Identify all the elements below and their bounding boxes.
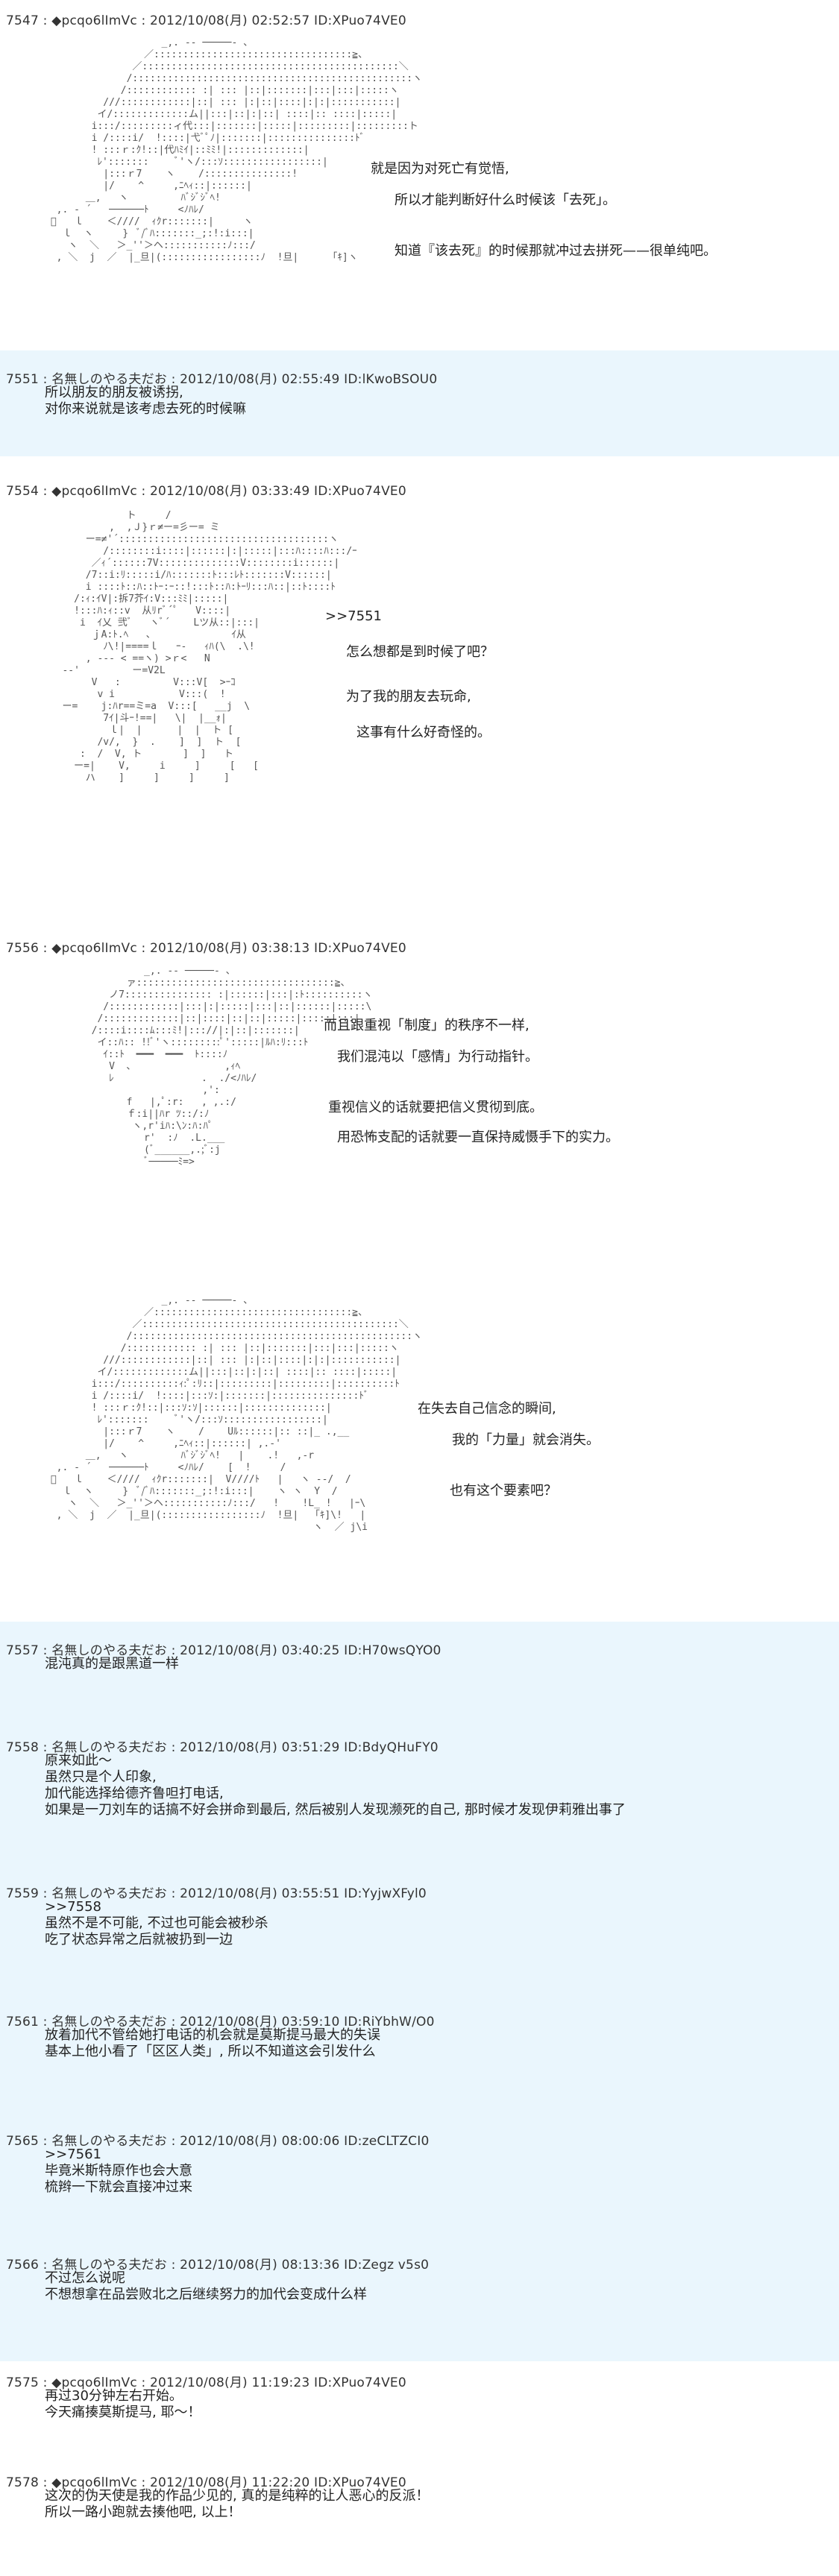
post-7566: 7566 : 名無しのやる夫だお : 2012/10/08(月) 08:13:3… bbox=[0, 2242, 839, 2361]
message-line: 梳辫一下就会直接冲过来 bbox=[45, 2179, 192, 2195]
post-header: 7554 : ◆pcqo6lImVc : 2012/10/08(月) 03:33… bbox=[6, 484, 406, 499]
dialogue-line: 也有这个要素吧？ bbox=[450, 1483, 557, 1499]
dialogue-line: 重视信义的话就要把信义贯彻到底。 bbox=[328, 1100, 543, 1115]
dialogue-line: 为了我的朋友去玩命, bbox=[346, 689, 471, 705]
post-body: >>7558 虽然不是不可能, 不过也可能会被秒杀 吃了状态异常之后就被扔到一边 bbox=[45, 1899, 268, 1948]
post-body: 原来如此～ 虽然只是个人印象, 加代能选择给德齐鲁呾打电话, 如果是一刀刘车的话… bbox=[45, 1753, 626, 1818]
dialogue-line: 而且跟重视「制度」的秩序不一样, bbox=[324, 1018, 530, 1033]
post-7547: 7547 : ◆pcqo6lImVc : 2012/10/08(月) 02:52… bbox=[0, 0, 839, 350]
post-7557: 7557 : 名無しのやる夫だお : 2012/10/08(月) 03:40:2… bbox=[0, 1622, 839, 1719]
message-line: 对你来说就是该考虑去死的时候嘛 bbox=[45, 401, 246, 417]
dialogue-line: 在失去自己信念的瞬间, bbox=[418, 1401, 556, 1417]
post-7565: 7565 : 名無しのやる夫だお : 2012/10/08(月) 08:00:0… bbox=[0, 2115, 839, 2242]
message-line: 加代能选择给德齐鲁呾打电话, bbox=[45, 1786, 224, 1801]
post-7554: 7554 : ◆pcqo6lImVc : 2012/10/08(月) 03:33… bbox=[0, 456, 839, 907]
message-line: 今天痛揍莫斯提马, 耶～！ bbox=[45, 2405, 201, 2420]
post-header: 7575 : ◆pcqo6lImVc : 2012/10/08(月) 11:19… bbox=[6, 2375, 406, 2390]
post-body: 再过30分钟左右开始。 今天痛揍莫斯提马, 耶～！ bbox=[45, 2388, 201, 2421]
dialogue-line: 我的「力量」就会消失。 bbox=[452, 1432, 600, 1448]
message-line: 原来如此～ bbox=[45, 1753, 112, 1769]
message-line: 如果是一刀刘车的话搞不好会拼命到最后, 然后被别人发现濒死的自己, 那时候才发现… bbox=[45, 1802, 626, 1818]
post-7578: 7578 : ◆pcqo6lImVc : 2012/10/08(月) 11:22… bbox=[0, 2466, 839, 2576]
post-7558: 7558 : 名無しのやる夫だお : 2012/10/08(月) 03:51:2… bbox=[0, 1719, 839, 1868]
message-line: 所以朋友的朋友被诱拐, bbox=[45, 385, 183, 400]
message-line: >>7558 bbox=[45, 1899, 101, 1915]
post-header: 7559 : 名無しのやる夫だお : 2012/10/08(月) 03:55:5… bbox=[6, 1886, 427, 1901]
post-header: 7558 : 名無しのやる夫だお : 2012/10/08(月) 03:51:2… bbox=[6, 1740, 439, 1755]
ascii-art: _,. -‐ ─────- 、 ／:::::::::::::::::::::::… bbox=[45, 37, 423, 263]
dialogue-line: 所以才能判断好什么时候该「去死」。 bbox=[395, 192, 616, 208]
post-body: 混沌真的是跟黑道一样 bbox=[45, 1656, 179, 1672]
ascii-art-2: _,. -‐ ─────- 、 ／:::::::::::::::::::::::… bbox=[45, 1295, 423, 1533]
message-line: 基本上他小看了「区区人类」, 所以不知道这会引发什么 bbox=[45, 2044, 376, 2059]
dialogue-line: 这事有什么好奇怪的。 bbox=[356, 725, 491, 740]
post-header: 7578 : ◆pcqo6lImVc : 2012/10/08(月) 11:22… bbox=[6, 2475, 406, 2490]
dialogue-line: 知道『该去死』的时候那就冲过去拼死——很单纯吧。 bbox=[395, 243, 717, 259]
post-body: 不过怎么说呢 不想想拿在品尝败北之后继续努力的加代会变成什么样 bbox=[45, 2270, 367, 2303]
post-7561: 7561 : 名無しのやる夫だお : 2012/10/08(月) 03:59:1… bbox=[0, 1996, 839, 2115]
post-header: 7556 : ◆pcqo6lImVc : 2012/10/08(月) 03:38… bbox=[6, 941, 406, 956]
ascii-art: _,. -‐ ─────- 、 ァ:::::::::::::::::::::::… bbox=[91, 966, 373, 1168]
post-body: 所以朋友的朋友被诱拐, 对你来说就是该考虑去死的时候嘛 bbox=[45, 385, 246, 418]
dialogue-line: 就是因为对死亡有觉悟, bbox=[371, 161, 509, 177]
post-body: 放着加代不管给她打电话的机会就是莫斯提马最大的失误 基本上他小看了「区区人类」,… bbox=[45, 2027, 380, 2060]
message-line: 再过30分钟左右开始。 bbox=[45, 2388, 183, 2404]
post-header: 7547 : ◆pcqo6lImVc : 2012/10/08(月) 02:52… bbox=[6, 13, 406, 28]
message-line: 所以一路小跑就去揍他吧, 以上！ bbox=[45, 2504, 242, 2520]
post-7556: 7556 : ◆pcqo6lImVc : 2012/10/08(月) 03:38… bbox=[0, 907, 839, 1622]
message-line: 毕竟米斯特原作也会大意 bbox=[45, 2163, 192, 2179]
dialogue-line: 怎么想都是到时候了吧？ bbox=[346, 644, 494, 660]
message-line: 吃了状态异常之后就被扔到一边 bbox=[45, 1932, 233, 1947]
dialogue-line: >>7551 bbox=[325, 608, 382, 624]
post-7551: 7551 : 名無しのやる夫だお : 2012/10/08(月) 02:55:4… bbox=[0, 350, 839, 456]
message-line: 混沌真的是跟黑道一样 bbox=[45, 1656, 179, 1672]
post-body: >>7561 毕竟米斯特原作也会大意 梳辫一下就会直接冲过来 bbox=[45, 2147, 192, 2196]
ascii-art: ト / , ,Ｊ}ｒ≠ー=彡ー= ミ ー=≠'´::::::::::::::::… bbox=[62, 510, 357, 784]
message-line: 放着加代不管给她打电话的机会就是莫斯提马最大的失误 bbox=[45, 2027, 380, 2043]
dialogue-line: 我们混沌以「感情」为行动指针。 bbox=[337, 1049, 538, 1065]
message-line: 不过怎么说呢 bbox=[45, 2270, 125, 2286]
post-header: 7551 : 名無しのやる夫だお : 2012/10/08(月) 02:55:4… bbox=[6, 372, 438, 387]
message-line: >>7561 bbox=[45, 2147, 101, 2162]
post-header: 7565 : 名無しのやる夫だお : 2012/10/08(月) 08:00:0… bbox=[6, 2134, 430, 2149]
message-line: 虽然不是不可能, 不过也可能会被秒杀 bbox=[45, 1915, 268, 1931]
post-header: 7561 : 名無しのやる夫だお : 2012/10/08(月) 03:59:1… bbox=[6, 2015, 435, 2029]
dialogue-line: 用恐怖支配的话就要一直保持威慑手下的实力。 bbox=[337, 1130, 619, 1145]
post-header: 7566 : 名無しのやる夫だお : 2012/10/08(月) 08:13:3… bbox=[6, 2258, 430, 2273]
post-body: 这次的伪天使是我的作品少见的, 真的是纯粹的让人恶心的反派！ 所以一路小跑就去揍… bbox=[45, 2488, 429, 2521]
post-7575: 7575 : ◆pcqo6lImVc : 2012/10/08(月) 11:19… bbox=[0, 2361, 839, 2466]
message-line: 不想想拿在品尝败北之后继续努力的加代会变成什么样 bbox=[45, 2287, 367, 2302]
message-line: 虽然只是个人印象, bbox=[45, 1769, 157, 1785]
post-7559: 7559 : 名無しのやる夫だお : 2012/10/08(月) 03:55:5… bbox=[0, 1868, 839, 1996]
message-line: 这次的伪天使是我的作品少见的, 真的是纯粹的让人恶心的反派！ bbox=[45, 2488, 430, 2504]
post-header: 7557 : 名無しのやる夫だお : 2012/10/08(月) 03:40:2… bbox=[6, 1643, 442, 1658]
